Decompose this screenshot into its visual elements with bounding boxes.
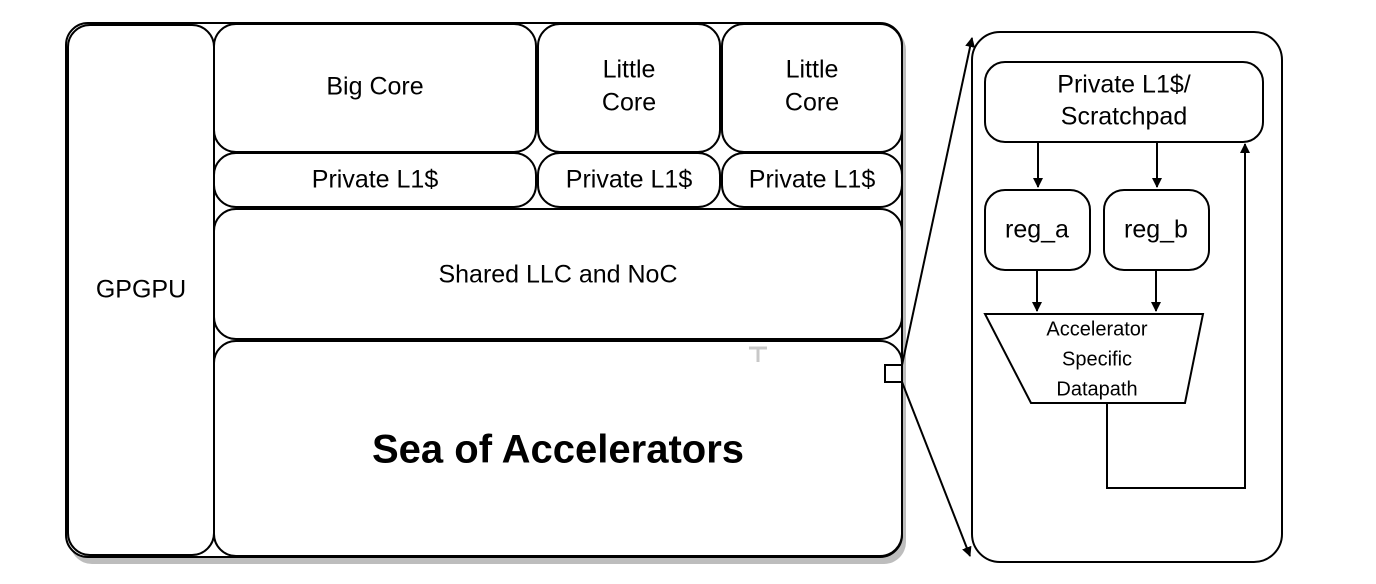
datapath-block: Accelerator Specific Datapath [983, 313, 1205, 404]
little-core-2-block: Little Core [721, 23, 903, 153]
sea-of-accelerators-label: Sea of Accelerators [372, 428, 744, 472]
little-core-2-label-line1: Little [786, 56, 839, 84]
scratchpad-label-line2: Scratchpad [1061, 103, 1187, 131]
scratchpad-label-line1: Private L1$/ [1057, 71, 1190, 99]
reg-a-label: reg_a [1005, 216, 1069, 244]
sea-of-accelerators-block: Sea of Accelerators [213, 340, 903, 557]
gpgpu-block: GPGPU [67, 24, 215, 556]
little-core-1-block: Little Core [537, 23, 721, 153]
text-cursor-icon [749, 346, 767, 362]
datapath-label-line3: Datapath [1056, 378, 1137, 400]
big-core-block: Big Core [213, 23, 537, 153]
datapath-label-line2: Specific [1062, 348, 1132, 370]
datapath-label-line1: Accelerator [1046, 318, 1147, 340]
reg-a-block: reg_a [984, 189, 1091, 271]
scratchpad-block: Private L1$/ Scratchpad [984, 61, 1264, 143]
little-core-1-label-line1: Little [603, 56, 656, 84]
shared-llc-label: Shared LLC and NoC [438, 261, 677, 289]
shared-llc-block: Shared LLC and NoC [213, 208, 903, 340]
reg-b-block: reg_b [1103, 189, 1210, 271]
private-l1-big-label: Private L1$ [312, 166, 439, 194]
private-l1-little-1-label: Private L1$ [566, 166, 693, 194]
reg-b-label: reg_b [1124, 216, 1188, 244]
zoom-arrow-bottom [901, 381, 972, 557]
feedback-loop-arrow [1106, 143, 1250, 489]
accelerator-detail-frame [971, 31, 1283, 563]
little-core-1-label-line2: Core [602, 89, 656, 117]
private-l1-big-block: Private L1$ [213, 152, 537, 208]
zoom-arrow-top [901, 37, 976, 366]
accelerator-marker [884, 364, 903, 383]
private-l1-little-2-block: Private L1$ [721, 152, 903, 208]
little-core-2-label-line2: Core [785, 89, 839, 117]
gpgpu-label: GPGPU [96, 276, 186, 304]
private-l1-little-2-label: Private L1$ [749, 166, 876, 194]
private-l1-little-1-block: Private L1$ [537, 152, 721, 208]
big-core-label: Big Core [326, 73, 423, 101]
